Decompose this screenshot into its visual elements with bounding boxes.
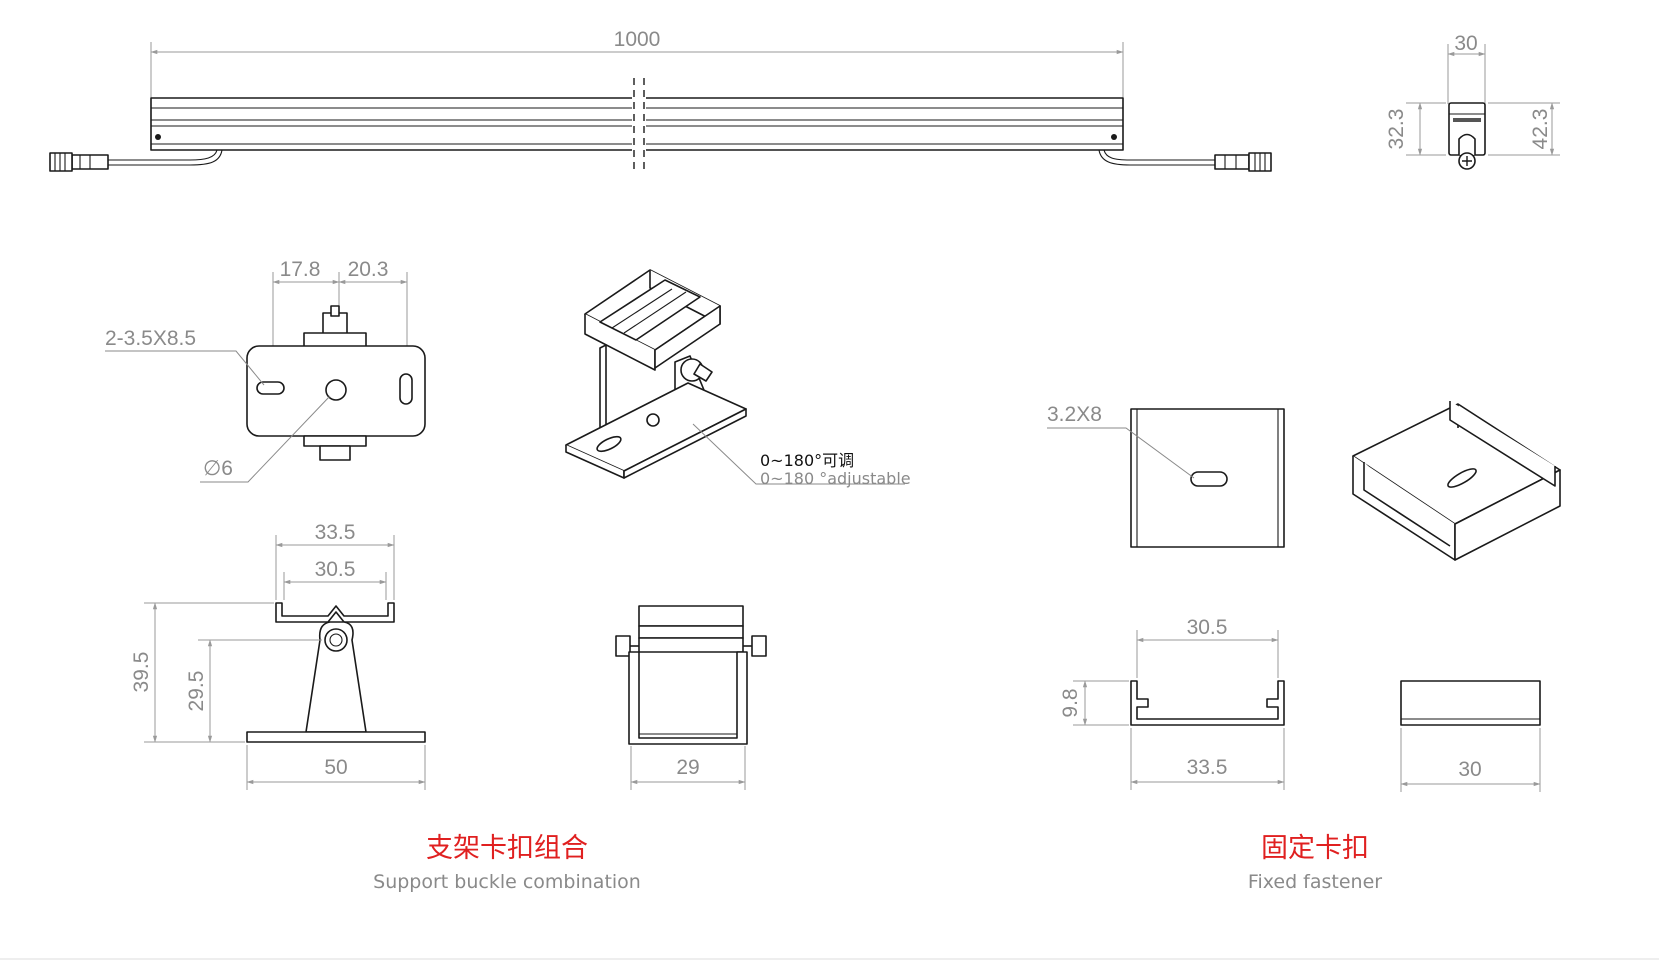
dim-bar-total-height: 42.3 <box>1529 109 1552 150</box>
fastener-side-view: 30 <box>1400 680 1541 792</box>
fastener-top-view: 3.2X8 <box>1047 403 1285 548</box>
bracket-side-view: 29 <box>615 605 767 790</box>
dim-bracket-top-right: 20.3 <box>348 258 389 281</box>
caption-left-cn: 支架卡扣组合 <box>426 833 588 864</box>
bracket-front-view: 33.5 30.5 39.5 29.5 50 <box>130 521 426 790</box>
dim-bracket-pivot-height: 29.5 <box>185 671 208 712</box>
right-connector-icon <box>1214 152 1272 172</box>
fastener-front-view: 30.5 9.8 33.5 <box>1059 616 1285 790</box>
angle-note-en: 0~180 °adjustable <box>760 469 911 488</box>
light-bar-end-view: 30 32.3 42.3 <box>1385 32 1560 170</box>
dim-bar-width: 30 <box>1454 32 1477 55</box>
dim-fastener-height: 9.8 <box>1059 688 1082 717</box>
left-connector-icon <box>49 152 109 172</box>
bracket-top-view: 17.8 20.3 2-3.5X8.5 ∅6 <box>105 258 426 483</box>
light-bar-front-view: 1000 <box>49 28 1272 172</box>
caption-right-cn: 固定卡扣 <box>1261 833 1369 864</box>
dim-bracket-side-width: 29 <box>676 756 699 779</box>
angle-note-cn: 0~180°可调 <box>760 451 854 470</box>
dim-fastener-length: 30 <box>1458 758 1481 781</box>
caption-right-en: Fixed fastener <box>1248 871 1382 893</box>
dim-bracket-base-width: 50 <box>324 756 347 779</box>
dim-fastener-inner: 30.5 <box>1187 616 1228 639</box>
fastener-isometric-view <box>1352 401 1561 561</box>
dim-bracket-top-left: 17.8 <box>280 258 321 281</box>
bracket-isometric-view: 0~180°可调 0~180 °adjustable <box>565 269 911 488</box>
dim-bracket-inner-width: 30.5 <box>315 558 356 581</box>
dim-bar-body-height: 32.3 <box>1385 109 1408 150</box>
dim-bracket-total-height: 39.5 <box>130 652 153 693</box>
dim-fastener-outer: 33.5 <box>1187 756 1228 779</box>
callout-hole: ∅6 <box>203 457 233 480</box>
dim-bracket-outer-width: 33.5 <box>315 521 356 544</box>
callout-fastener-slot: 3.2X8 <box>1047 403 1102 426</box>
callout-slot: 2-3.5X8.5 <box>105 327 196 350</box>
caption-left-en: Support buckle combination <box>373 871 641 893</box>
dim-bar-length: 1000 <box>614 28 661 51</box>
